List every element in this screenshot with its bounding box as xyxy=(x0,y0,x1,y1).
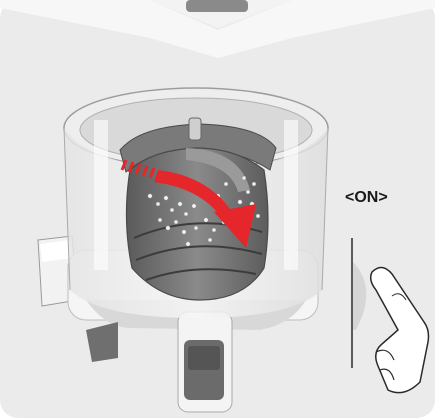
top-lid-tab xyxy=(186,0,248,12)
on-label: <ON> xyxy=(345,189,388,206)
screw-shaft xyxy=(189,118,201,140)
